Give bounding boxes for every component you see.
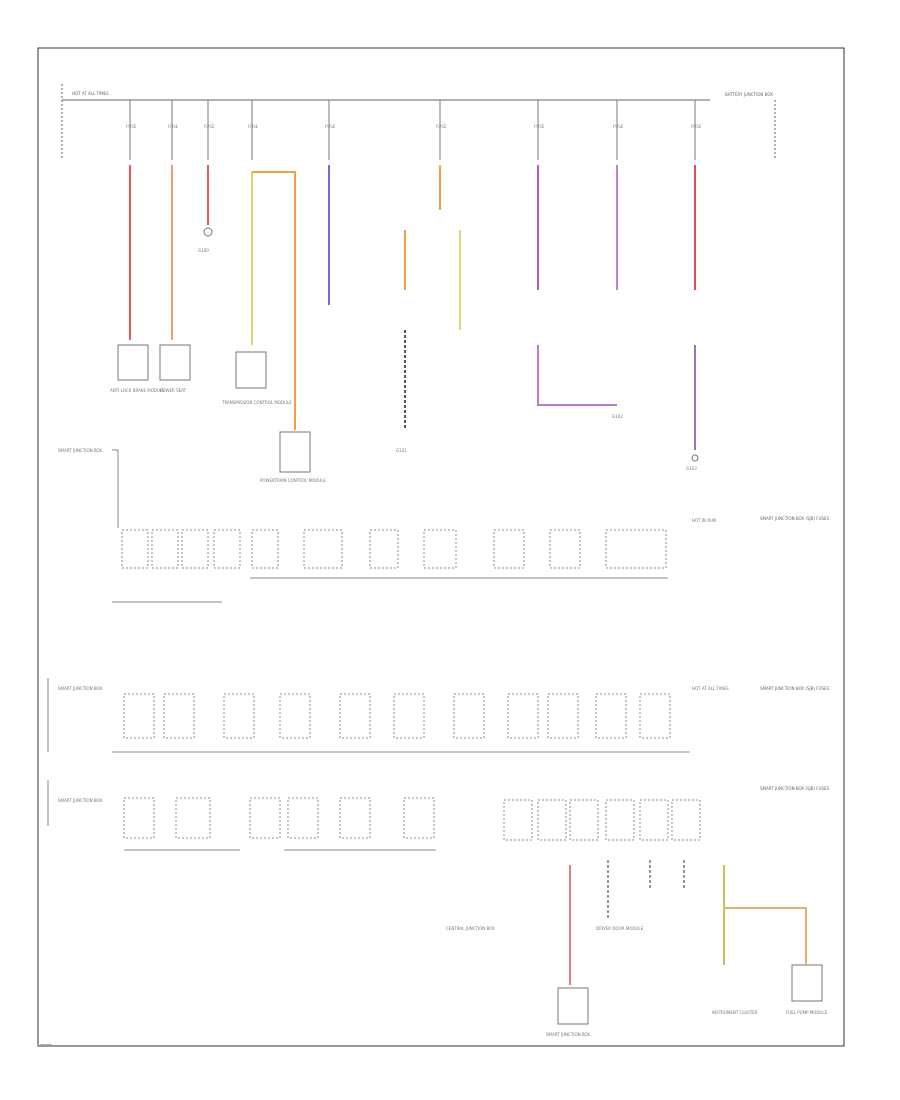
svg-text:TRANSMISSION CONTROL MODULE: TRANSMISSION CONTROL MODULE (221, 400, 292, 405)
svg-text:CENTRAL JUNCTION BOX: CENTRAL JUNCTION BOX (446, 926, 495, 931)
top-fuse-drops (129, 100, 696, 160)
svg-text:FUSE: FUSE (436, 124, 447, 129)
svg-text:POWER SEAT: POWER SEAT (160, 388, 187, 393)
component-boxes (117, 344, 823, 1025)
svg-text:FUSE: FUSE (325, 124, 336, 129)
fuse-tags: FUSE FUSE FUSE FUSE FUSE FUSE FUSE FUSE … (126, 124, 702, 129)
row1-right-label: SMART JUNCTION BOX (SJB) FUSES (760, 516, 830, 521)
footer-code: —— (40, 1041, 52, 1048)
svg-text:FUSE: FUSE (534, 124, 545, 129)
svg-text:G101: G101 (396, 448, 407, 453)
svg-text:G100: G100 (198, 248, 209, 253)
fuse-row-2 (47, 678, 690, 753)
svg-text:FUSE: FUSE (168, 124, 179, 129)
svg-text:G102: G102 (612, 414, 623, 419)
svg-text:FUSE: FUSE (691, 124, 702, 129)
fuse-row-3 (47, 780, 701, 851)
fuse-row-1 (112, 449, 668, 603)
svg-text:SMART JUNCTION BOX: SMART JUNCTION BOX (58, 448, 102, 453)
row-left-labels: SMART JUNCTION BOX SMART JUNCTION BOX SM… (58, 448, 729, 803)
wire-yellow-lower (723, 865, 807, 965)
wire-purple-1 (537, 165, 617, 406)
top-power-bus (61, 84, 776, 160)
svg-text:HOT AT ALL TIMES: HOT AT ALL TIMES (692, 686, 729, 691)
svg-text:POWERTRAIN CONTROL MODULE: POWERTRAIN CONTROL MODULE (260, 478, 326, 483)
svg-text:FUSE: FUSE (126, 124, 137, 129)
svg-text:SMART JUNCTION BOX: SMART JUNCTION BOX (58, 686, 102, 691)
top-bus-left-label: HOT AT ALL TIMES (72, 91, 109, 96)
ground-symbols (203, 227, 699, 462)
wire-grey-lower (607, 860, 685, 920)
svg-text:INSTRUMENT CLUSTER: INSTRUMENT CLUSTER (712, 1010, 758, 1015)
svg-text:G103: G103 (686, 466, 697, 471)
svg-text:FUSE: FUSE (248, 124, 259, 129)
wire-yellow-green-1 (251, 171, 296, 430)
row3-right-label: SMART JUNCTION BOX (SJB) FUSES (760, 786, 830, 791)
svg-text:FUSE: FUSE (613, 124, 624, 129)
diagram-border (37, 47, 845, 1047)
svg-text:DRIVER DOOR MODULE: DRIVER DOOR MODULE (596, 926, 644, 931)
svg-text:SMART JUNCTION BOX: SMART JUNCTION BOX (58, 798, 102, 803)
top-bus-right-label: BATTERY JUNCTION BOX (725, 92, 773, 97)
svg-text:FUEL PUMP MODULE: FUEL PUMP MODULE (786, 1010, 828, 1015)
svg-text:ANTI-LOCK BRAKE MODULE: ANTI-LOCK BRAKE MODULE (110, 388, 165, 393)
svg-text:FUSE: FUSE (204, 124, 215, 129)
svg-text:SMART JUNCTION BOX: SMART JUNCTION BOX (546, 1032, 590, 1037)
row2-right-label: SMART JUNCTION BOX (SJB) FUSES (760, 686, 830, 691)
component-labels: ANTI-LOCK BRAKE MODULE POWER SEAT G100 T… (110, 248, 828, 1037)
wire-orange-2 (404, 165, 461, 330)
svg-text:HOT IN RUN: HOT IN RUN (692, 518, 716, 523)
